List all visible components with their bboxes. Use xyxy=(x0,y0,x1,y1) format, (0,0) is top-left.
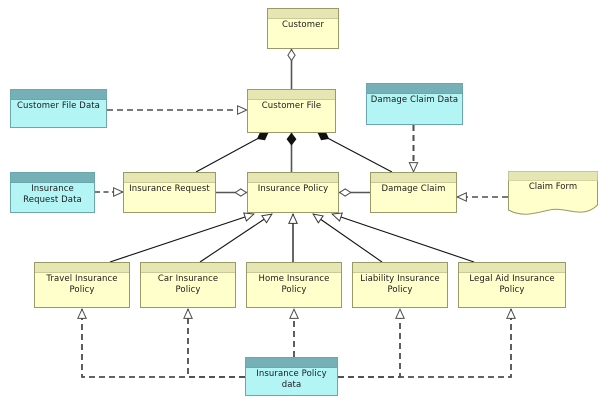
edge-inspolicydata-travelpolicy xyxy=(77,307,245,378)
class-header-band xyxy=(248,90,335,100)
class-header-band xyxy=(124,173,215,183)
class-body: Damage Claim xyxy=(371,183,456,212)
class-body: Insurance Request xyxy=(124,183,215,212)
class-node-car-insurance-policy[interactable]: Car Insurance Policy xyxy=(140,262,236,308)
data-node-insurance-request-data[interactable]: Insurance Request Data xyxy=(10,172,95,213)
class-label: Customer xyxy=(281,20,325,30)
data-header-band xyxy=(246,358,337,368)
data-label: Insurance Request Data xyxy=(23,184,82,205)
class-body: Customer xyxy=(268,19,338,48)
class-label: Insurance Policy xyxy=(257,184,329,194)
class-label: Car Insurance Policy xyxy=(157,274,219,295)
class-node-travel-insurance-policy[interactable]: Travel Insurance Policy xyxy=(34,262,130,308)
data-body: Damage Claim Data xyxy=(367,94,462,124)
document-node-claim-form[interactable]: Claim Form xyxy=(508,171,598,219)
class-node-customer[interactable]: Customer xyxy=(267,8,339,49)
edge-carpolicy-inspolicy xyxy=(199,213,273,263)
data-body: Insurance Policy data xyxy=(246,368,337,395)
class-label: Home Insurance Policy xyxy=(258,274,330,295)
class-label: Insurance Request xyxy=(129,184,210,194)
data-node-insurance-policy-data[interactable]: Insurance Policy data xyxy=(245,357,338,396)
class-header-band xyxy=(268,9,338,19)
class-body: Customer File xyxy=(248,100,335,132)
class-node-liability-insurance-policy[interactable]: Liability Insurance Policy xyxy=(352,262,448,308)
class-body: Car Insurance Policy xyxy=(141,273,235,307)
class-header-band xyxy=(247,263,341,273)
document-shape xyxy=(508,171,598,215)
data-label: Damage Claim Data xyxy=(370,95,459,105)
data-body: Customer File Data xyxy=(11,100,106,127)
edge-legalaidpolicy-inspolicy xyxy=(331,212,475,263)
class-body: Liability Insurance Policy xyxy=(353,273,447,307)
document-label: Claim Form xyxy=(528,182,578,192)
data-header-band xyxy=(11,173,94,183)
class-body: Insurance Policy xyxy=(248,183,338,212)
class-body: Travel Insurance Policy xyxy=(35,273,129,307)
edge-inspolicydata-carpolicy xyxy=(183,307,245,378)
data-node-customer-file-data[interactable]: Customer File Data xyxy=(10,89,107,128)
class-header-band xyxy=(35,263,129,273)
edge-inspolicydata-liabilitypolicy xyxy=(338,307,405,378)
class-node-legal-aid-insurance-policy[interactable]: Legal Aid Insurance Policy xyxy=(458,262,566,308)
class-label: Customer File xyxy=(261,101,322,111)
class-node-home-insurance-policy[interactable]: Home Insurance Policy xyxy=(246,262,342,308)
class-node-insurance-request[interactable]: Insurance Request xyxy=(123,172,216,213)
class-header-band xyxy=(459,263,565,273)
edge-inspolicydata-legalaidpolicy xyxy=(338,307,516,378)
edge-liabilitypolicy-inspolicy xyxy=(312,213,383,263)
class-body: Home Insurance Policy xyxy=(247,273,341,307)
edge-damageclaim-customerfile xyxy=(318,133,393,173)
class-header-band xyxy=(371,173,456,183)
class-label: Liability Insurance Policy xyxy=(360,274,440,295)
data-body: Insurance Request Data xyxy=(11,183,94,212)
class-label: Legal Aid Insurance Policy xyxy=(469,274,555,295)
data-label: Insurance Policy data xyxy=(256,369,327,390)
class-header-band xyxy=(353,263,447,273)
class-body: Legal Aid Insurance Policy xyxy=(459,273,565,307)
class-label: Travel Insurance Policy xyxy=(46,274,118,295)
class-node-customer-file[interactable]: Customer File xyxy=(247,89,336,133)
data-label: Customer File Data xyxy=(16,101,100,111)
data-header-band xyxy=(367,84,462,94)
edge-insrequest-customerfile xyxy=(195,133,268,173)
edge-travelpolicy-inspolicy xyxy=(109,212,255,263)
class-node-insurance-policy[interactable]: Insurance Policy xyxy=(247,172,339,213)
class-node-damage-claim[interactable]: Damage Claim xyxy=(370,172,457,213)
data-node-damage-claim-data[interactable]: Damage Claim Data xyxy=(366,83,463,125)
class-header-band xyxy=(248,173,338,183)
data-header-band xyxy=(11,90,106,100)
class-header-band xyxy=(141,263,235,273)
class-label: Damage Claim xyxy=(381,184,446,194)
